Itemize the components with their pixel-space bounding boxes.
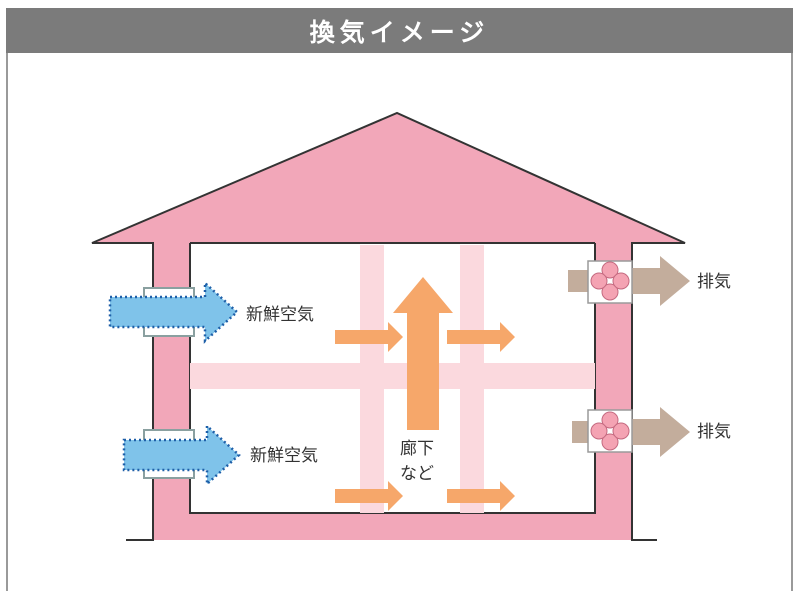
page-title: 換気イメージ (6, 8, 793, 53)
house-roof (92, 113, 685, 243)
hallway-arrow (335, 322, 515, 511)
fresh-air-label-lower: 新鮮空気 (250, 446, 318, 466)
exhaust-fan-icon (587, 409, 633, 453)
exhaust-label-upper: 排気 (697, 272, 731, 292)
fresh-air-arrow (108, 280, 239, 344)
upward-flow-arrow (393, 277, 453, 430)
house-floor (153, 513, 632, 540)
floor-slab (190, 363, 595, 389)
partition-left (360, 245, 384, 513)
hallway-label-line1: 廊下 (400, 439, 434, 459)
hallway-label-line2: など (400, 464, 434, 484)
left-wall (153, 240, 190, 540)
exhaust-fan-icon (587, 260, 633, 304)
fresh-air-arrow (122, 423, 241, 487)
partition-right (460, 245, 484, 513)
fresh-air-label-upper: 新鮮空気 (246, 305, 314, 325)
exhaust-label-lower: 排気 (697, 422, 731, 442)
content-frame (6, 53, 793, 591)
